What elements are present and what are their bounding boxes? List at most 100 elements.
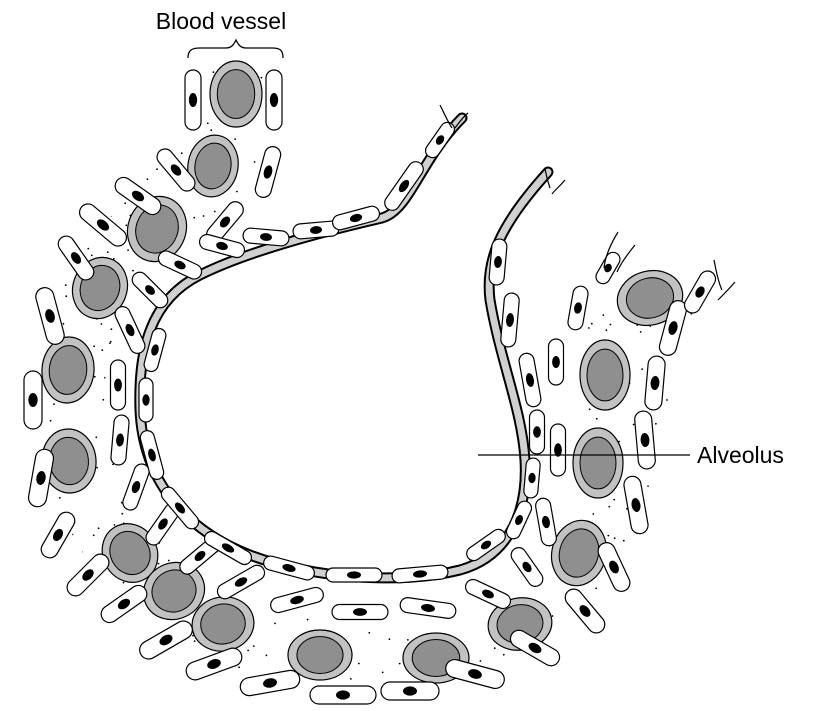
plasma-dot [288,528,290,530]
plasma-dot [694,60,696,62]
plasma-dot [506,473,508,475]
plasma-dot [123,582,125,584]
plasma-dot [505,521,507,523]
plasma-dot [522,402,524,404]
plasma-dot [45,591,47,593]
plasma-dot [83,623,85,625]
plasma-dot [39,216,41,218]
plasma-dot [345,532,347,534]
plasma-dot [670,134,672,136]
plasma-dot [523,586,525,588]
plasma-dot [55,82,57,84]
plasma-dot [549,144,551,146]
plasma-dot [130,394,132,396]
plasma-dot [118,66,120,68]
plasma-dot [698,267,700,269]
plasma-dot [192,533,194,535]
plasma-dot [558,505,560,507]
plasma-dot [449,312,451,314]
epithelial-cell [24,371,42,429]
plasma-dot [111,174,113,176]
plasma-dot [687,578,689,580]
plasma-dot [59,253,61,255]
plasma-dot [710,242,712,244]
plasma-dot [461,538,463,540]
plasma-dot [194,640,196,642]
epithelial-cell [111,360,126,410]
plasma-dot [485,397,487,399]
epithelial-cell [549,339,564,385]
plasma-dot [518,582,520,584]
plasma-dot [593,144,595,146]
plasma-dot [701,388,703,390]
plasma-dot [91,163,93,165]
plasma-dot [266,655,268,657]
plasma-dot [30,593,32,595]
plasma-dot [79,201,81,203]
plasma-dot [199,393,201,395]
plasma-dot [87,248,89,250]
plasma-dot [561,244,563,246]
epithelial-cell [381,682,439,700]
plasma-dot [560,477,562,479]
plasma-dot [53,592,55,594]
plasma-dot [494,647,496,649]
plasma-dot [103,100,105,102]
plasma-dot [723,658,725,660]
plasma-dot [349,413,351,415]
plasma-dot [132,431,134,433]
plasma-dot [339,411,341,413]
plasma-dot [426,176,428,178]
plasma-dot [652,78,654,80]
cell-nucleus [270,93,278,107]
plasma-dot [503,120,505,122]
plasma-dot [503,167,505,169]
plasma-dot [564,284,566,286]
label-blood-vessel-text: Blood vessel [156,8,286,34]
epithelial-cell [113,304,148,356]
plasma-dot [523,299,525,301]
plasma-dot [575,99,577,101]
plasma-dot [422,248,424,250]
plasma-dot [81,551,83,553]
plasma-dot [158,563,160,565]
plasma-dot [358,341,360,343]
plasma-dot [284,396,286,398]
plasma-dot [583,75,585,77]
plasma-dot [261,77,263,79]
plasma-dot [705,570,707,572]
plasma-dot [116,69,118,71]
plasma-dot [595,588,597,590]
plasma-dot [377,400,379,402]
plasma-dot [483,117,485,119]
plasma-dot [484,202,486,204]
plasma-dot [303,282,305,284]
plasma-dot [624,79,626,81]
cell-nucleus [353,608,367,616]
plasma-dot [59,497,61,499]
plasma-dot [580,280,582,282]
plasma-dot [402,544,404,546]
plasma-dot [322,67,324,69]
plasma-dot [127,249,129,251]
plasma-dot [373,119,375,121]
plasma-dot [493,566,495,568]
plasma-dot [344,117,346,119]
plasma-dot [339,383,341,385]
plasma-dot [102,69,104,71]
plasma-dot [437,553,439,555]
plasma-dot [684,672,686,674]
plasma-dot [337,107,339,109]
plasma-dot [34,289,36,291]
plasma-dot [437,580,439,582]
plasma-dot [430,422,432,424]
plasma-dot [523,346,525,348]
plasma-dot [299,496,301,498]
plasma-dot [84,622,86,624]
plasma-dot [104,624,106,626]
plasma-dot [615,111,617,113]
plasma-dot [65,295,67,297]
cell-nucleus [552,356,560,368]
plasma-dot [211,427,213,429]
plasma-dot [35,543,37,545]
